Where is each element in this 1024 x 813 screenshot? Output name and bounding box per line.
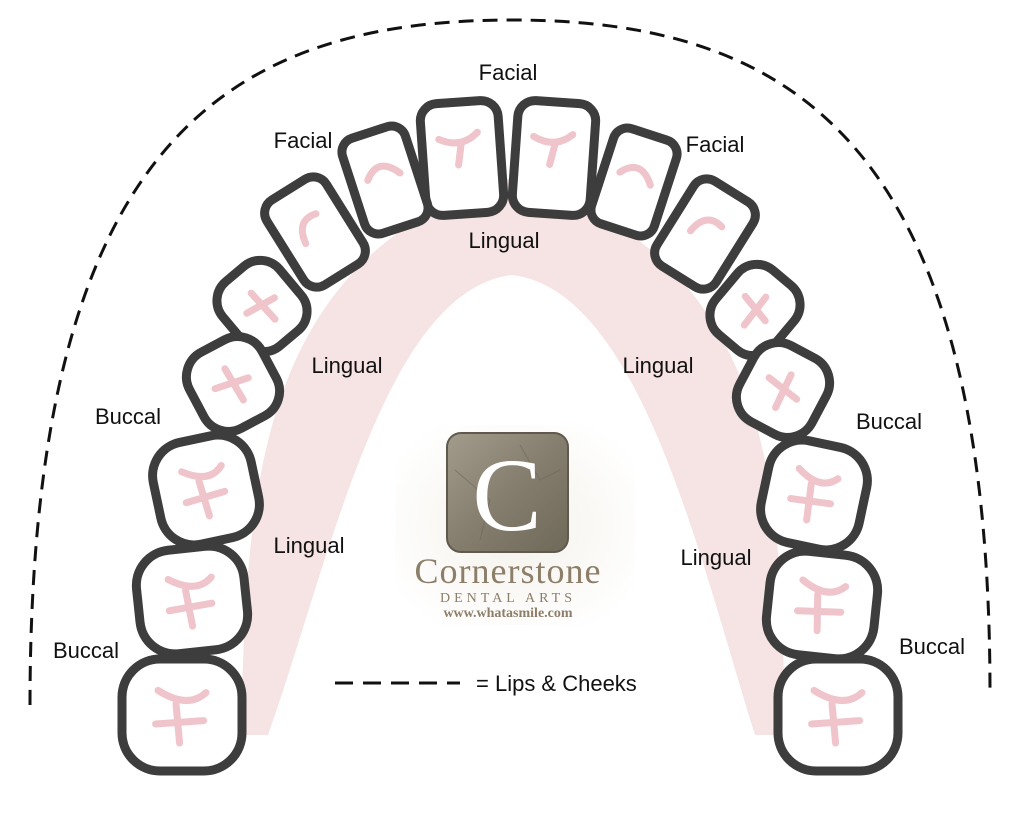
legend: = Lips & Cheeks: [335, 671, 637, 696]
tooth-lateral-left: [337, 121, 433, 239]
tooth-groove: [740, 292, 770, 329]
tooth-groove: [686, 216, 726, 235]
logo-subtitle: DENTAL ARTS: [440, 591, 576, 606]
tooth-molar-left: [131, 541, 253, 659]
tooth-molar-right: [773, 654, 903, 776]
label-buccal-right-lower: Buccal: [899, 634, 965, 659]
tooth-molar-left: [148, 430, 264, 550]
label-buccal-left-upper: Buccal: [95, 404, 161, 429]
tooth-groove: [530, 131, 577, 168]
tooth-canine-right: [650, 174, 760, 294]
tooth-incisor-left: [415, 96, 509, 220]
label-facial-right: Facial: [686, 132, 745, 157]
lips-cheeks-dashed-line: [28, 18, 992, 706]
tooth-molar-left: [117, 654, 247, 776]
tooth-molar-right: [756, 435, 872, 555]
tooth-groove: [616, 163, 654, 189]
label-buccal-left-lower: Buccal: [53, 638, 119, 663]
logo: C Cornerstone DENTAL ARTS www.whatasmile…: [395, 425, 635, 625]
logo-letter: C: [472, 438, 541, 553]
tooth-incisor-right: [507, 96, 601, 220]
tooth-premolar-left: [181, 332, 285, 436]
logo-name: Cornerstone: [415, 551, 602, 591]
logo-url: www.whatasmile.com: [443, 606, 572, 621]
tooth-groove: [178, 461, 229, 520]
tooth-groove: [164, 573, 216, 630]
label-lingual-right-upper: Lingual: [623, 353, 694, 378]
tooth-premolar-right: [705, 259, 805, 361]
tooth-groove: [211, 365, 252, 404]
logo-stone-tile: [446, 432, 569, 553]
label-facial-top: Facial: [479, 60, 538, 85]
tooth-canine-left: [260, 172, 370, 292]
tooth-groove: [364, 162, 404, 184]
legend-text: = Lips & Cheeks: [476, 671, 637, 696]
tooth-lateral-right: [586, 123, 682, 241]
label-lingual-right-lower: Lingual: [681, 545, 752, 570]
tooth-groove: [787, 464, 842, 524]
palate-gum-area: [240, 178, 785, 735]
tooth-groove: [765, 371, 801, 411]
label-lingual-top: Lingual: [469, 228, 540, 253]
teeth-arch: [117, 96, 903, 776]
tooth-premolar-right: [731, 338, 835, 442]
label-facial-left: Facial: [274, 128, 333, 153]
tooth-groove: [435, 128, 481, 169]
tooth-groove: [152, 686, 210, 747]
tooth-premolar-left: [212, 255, 312, 357]
label-lingual-left-lower: Lingual: [274, 533, 345, 558]
label-lingual-left-upper: Lingual: [312, 353, 383, 378]
tooth-groove: [243, 289, 279, 323]
label-buccal-right-upper: Buccal: [856, 409, 922, 434]
tooth-groove: [794, 576, 850, 635]
tooth-groove: [808, 686, 866, 747]
tooth-molar-right: [761, 546, 883, 664]
tooth-groove: [298, 210, 320, 248]
